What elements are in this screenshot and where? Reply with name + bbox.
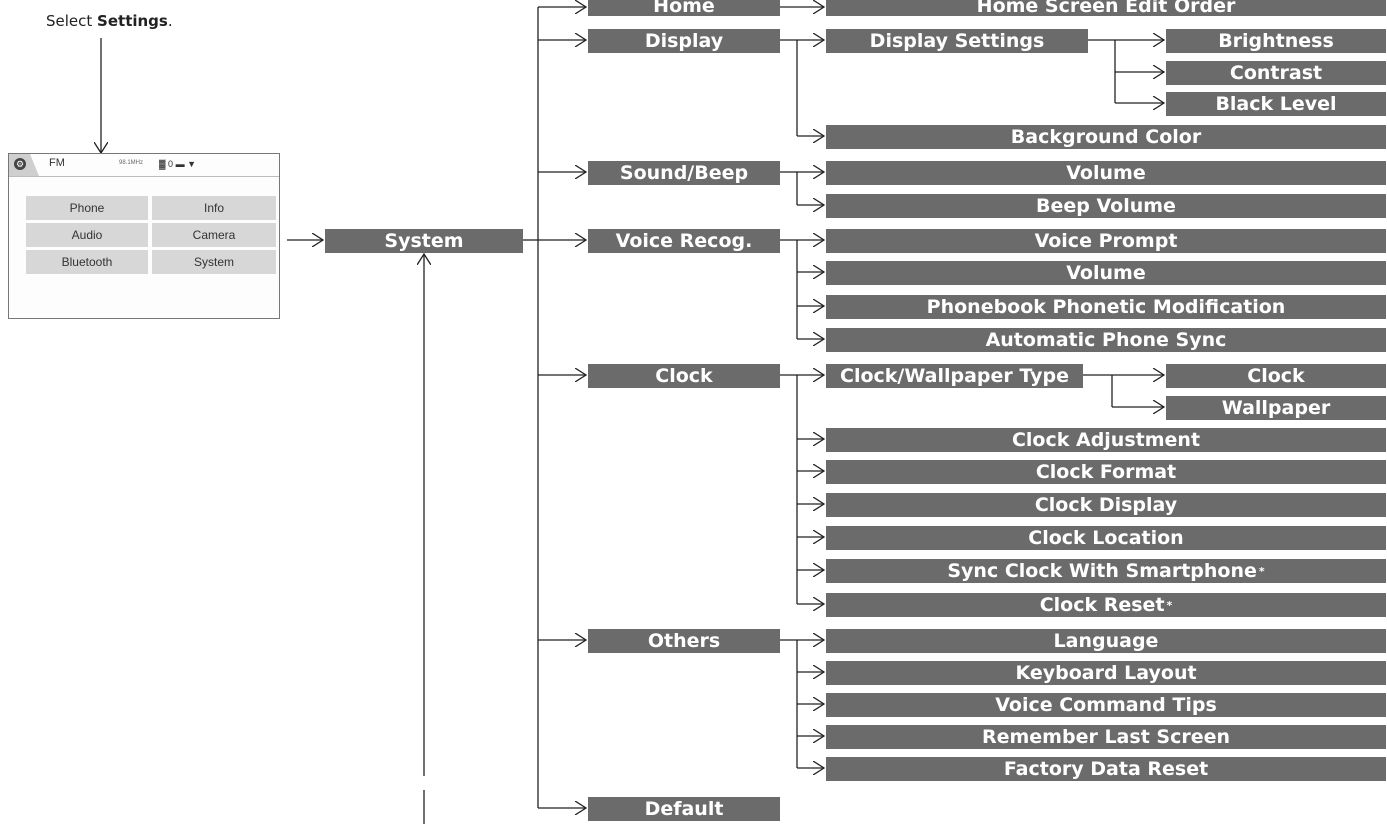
- display-settings-box: Display Settings: [826, 29, 1088, 53]
- phonebook-phonetic-modification-box: Phonebook Phonetic Modification: [826, 295, 1386, 319]
- clock-wallpaper-type-box: Clock/Wallpaper Type: [826, 364, 1083, 388]
- clock-display-box: Clock Display: [826, 493, 1386, 517]
- keyboard-layout-box: Keyboard Layout: [826, 661, 1386, 685]
- home-box: Home: [588, 0, 780, 16]
- bluetooth-button[interactable]: Bluetooth: [26, 250, 148, 274]
- wallpaper-option-box: Wallpaper: [1166, 396, 1386, 420]
- footnote-mark: *: [1166, 598, 1173, 612]
- clock-adjustment-box: Clock Adjustment: [826, 428, 1386, 452]
- clock-box: Clock: [588, 364, 780, 388]
- others-box: Others: [588, 629, 780, 653]
- voice-command-tips-box: Voice Command Tips: [826, 693, 1386, 717]
- system-button[interactable]: System: [152, 250, 276, 274]
- phone-button[interactable]: Phone: [26, 196, 148, 220]
- contrast-box: Contrast: [1166, 61, 1386, 85]
- black-level-box: Black Level: [1166, 92, 1386, 116]
- status-bar: ⚙ FM 98.1MHz ▓ 0 ▬ ▼: [9, 154, 279, 177]
- instruction-text: Select Settings.: [46, 12, 173, 30]
- frequency-text: 98.1MHz: [119, 160, 144, 166]
- display-box: Display: [588, 29, 780, 53]
- sound-volume-box: Volume: [826, 161, 1386, 185]
- home-screen-edit-order-box: Home Screen Edit Order: [826, 0, 1386, 16]
- clock-option-box: Clock: [1166, 364, 1386, 388]
- sound-beep-box: Sound/Beep: [588, 161, 780, 185]
- voice-prompt-box: Voice Prompt: [826, 229, 1386, 253]
- sync-clock-with-smartphone-box: Sync Clock With Smartphone*: [826, 559, 1386, 583]
- language-box: Language: [826, 629, 1386, 653]
- background-color-box: Background Color: [826, 125, 1386, 149]
- settings-screen: ⚙ FM 98.1MHz ▓ 0 ▬ ▼ Phone Info Audio Ca…: [8, 153, 280, 319]
- clock-location-box: Clock Location: [826, 526, 1386, 550]
- voice-volume-box: Volume: [826, 261, 1386, 285]
- brightness-box: Brightness: [1166, 29, 1386, 53]
- remember-last-screen-box: Remember Last Screen: [826, 725, 1386, 749]
- default-box: Default: [588, 797, 780, 821]
- settings-gear-icon[interactable]: ⚙: [9, 154, 39, 176]
- footnote-mark: *: [1258, 564, 1265, 578]
- clock-format-box: Clock Format: [826, 460, 1386, 484]
- voice-recog-box: Voice Recog.: [588, 229, 780, 253]
- factory-data-reset-box: Factory Data Reset: [826, 757, 1386, 781]
- beep-volume-box: Beep Volume: [826, 194, 1386, 218]
- system-box: System: [325, 229, 523, 253]
- info-button[interactable]: Info: [152, 196, 276, 220]
- camera-button[interactable]: Camera: [152, 223, 276, 247]
- fm-label: FM: [49, 157, 65, 169]
- status-icons: ▓ 0 ▬ ▼: [159, 159, 196, 169]
- clock-reset-box: Clock Reset*: [826, 593, 1386, 617]
- audio-button[interactable]: Audio: [26, 223, 148, 247]
- automatic-phone-sync-box: Automatic Phone Sync: [826, 328, 1386, 352]
